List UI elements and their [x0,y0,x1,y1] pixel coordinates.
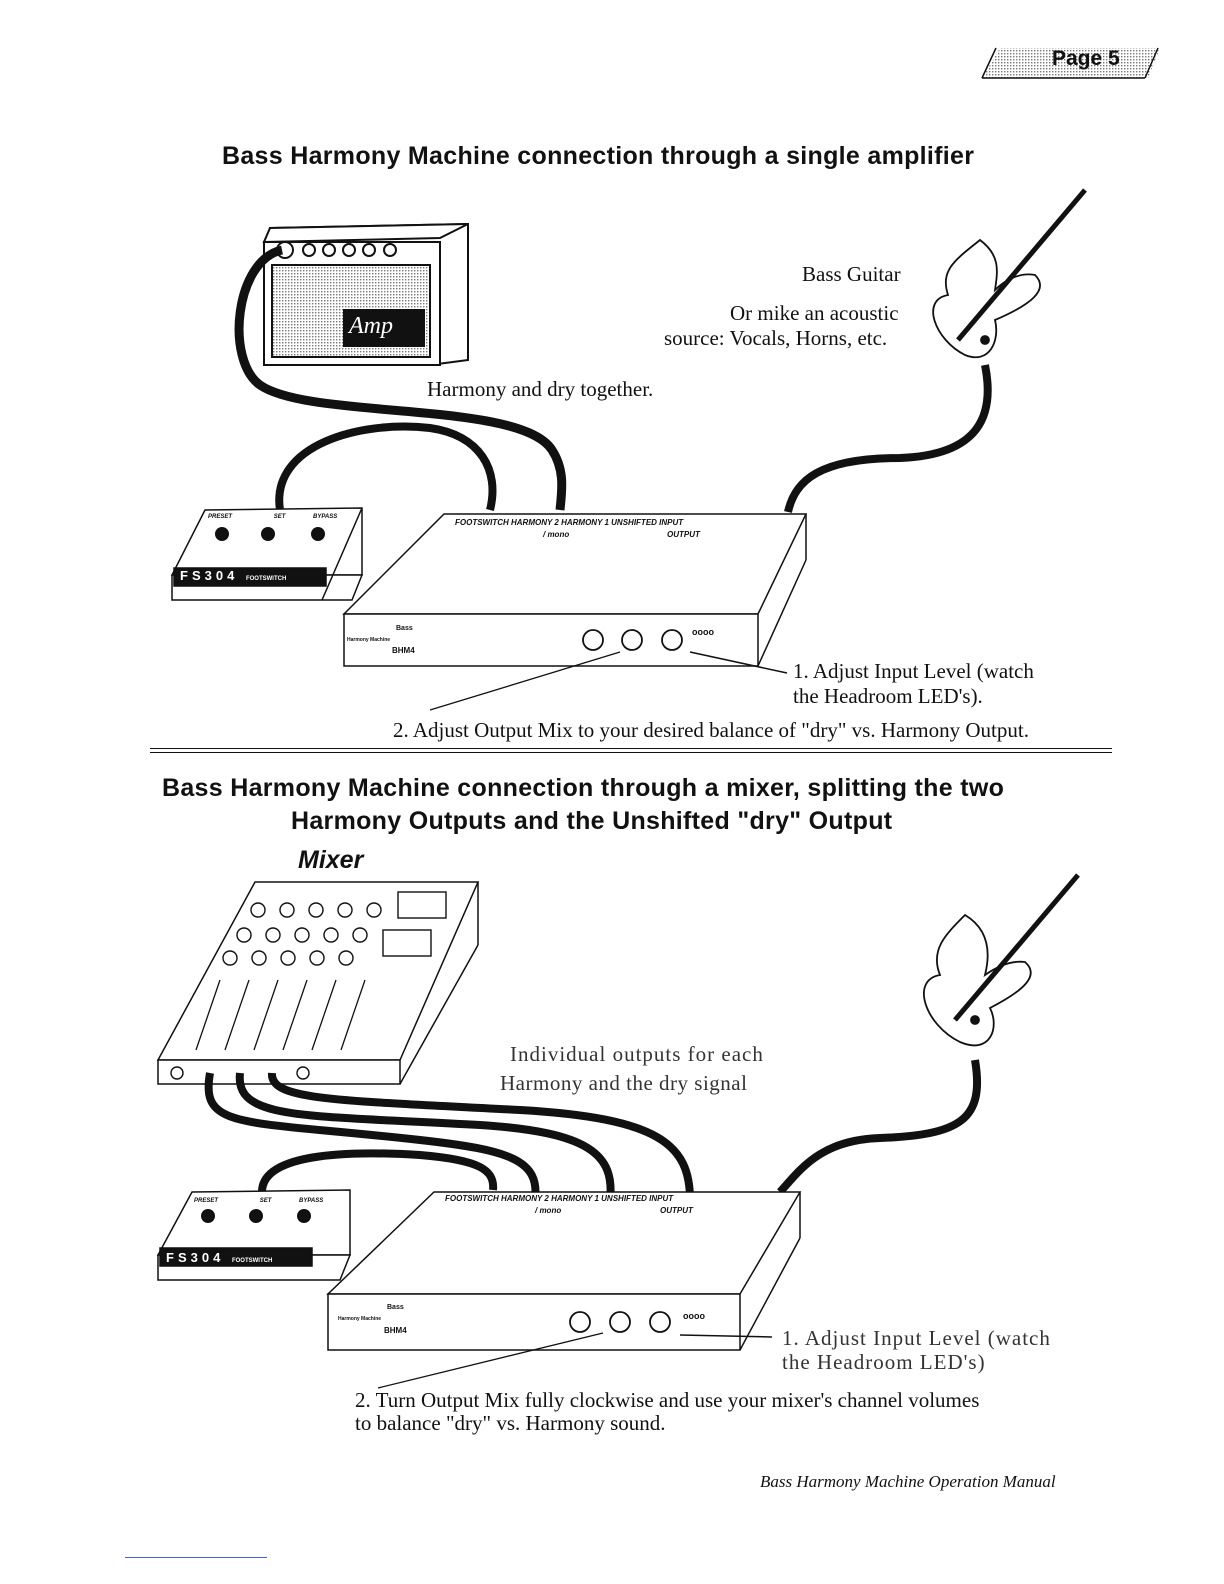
mixer-faders [195,979,366,1051]
section1-title: Bass Harmony Machine connection through … [222,142,975,170]
unit-2-subbrand: Harmony Machine [338,1316,382,1322]
unit-jack-sub2: OUTPUT [667,530,700,539]
unit-jack-sub1: / mono [543,530,570,539]
acoustic-line1: Or mike an acoustic [730,301,899,325]
amplifier [262,222,469,366]
footswitch-2-brand: FS304 FOOTSWITCH [166,1250,273,1265]
diagram-single-amp [170,188,1087,711]
mixer-knobs [222,891,447,966]
cable-footswitch [275,422,497,511]
step2: 2. Adjust Output Mix to your desired bal… [393,718,1029,742]
section-divider [150,748,1112,753]
footswitch [170,507,364,601]
footswitch-2-knobs [201,1209,311,1223]
unit-2-jack-sub1: / mono [535,1206,562,1215]
footer-manual-title: Bass Harmony Machine Operation Manual [760,1472,1056,1491]
unit-2-brand: Bass [387,1304,404,1311]
footswitch-knobs [215,527,325,541]
s2-step2-line1: 2. Turn Output Mix fully clockwise and u… [355,1388,980,1412]
diagram-mixer [156,873,1080,1389]
bhm4-unit-2 [326,1191,802,1351]
page-tab [981,47,1160,79]
unit-2-jack-sub2: OUTPUT [660,1206,693,1215]
unit-2-jack-labels: FOOTSWITCH HARMONY 2 HARMONY 1 UNSHIFTED… [445,1194,674,1203]
bass-guitar-label: Bass Guitar [802,262,901,286]
harmony-dry-label: Harmony and dry together. [427,377,654,401]
section2-title-line2: Harmony Outputs and the Unshifted "dry" … [291,807,893,835]
cable-guitar [784,364,992,513]
outputs-line2: Harmony and the dry signal [500,1071,748,1095]
mixer-jacks [170,1066,310,1080]
unit-leds: oooo [692,627,714,637]
footswitch-2-knob-labels: PRESET SET BYPASS [194,1198,324,1204]
footer-rule [125,1557,267,1558]
page-number: Page 5 [1052,47,1120,70]
amp-knobs [276,241,397,259]
footswitch-brand: FS304 FOOTSWITCH [180,568,287,583]
s2-step2-line2: to balance "dry" vs. Harmony sound. [355,1411,666,1435]
s2-step1-line2: the Headroom LED's) [782,1350,986,1374]
cable-mixer-2 [235,1072,615,1201]
bhm4-unit [342,513,808,667]
bass-guitar-icon-2 [923,873,1080,1047]
unit-subbrand: Harmony Machine [347,637,391,643]
mixer [156,881,480,1085]
mixer-label: Mixer [298,846,364,874]
unit-brand: Bass [396,625,413,632]
footswitch-knob-labels: PRESET SET BYPASS [208,514,338,520]
s2-step1-line1: 1. Adjust Input Level (watch [782,1326,1051,1350]
amp-label: Amp [349,313,393,339]
bhm4-2-knobs [569,1311,671,1333]
step1-line1: 1. Adjust Input Level (watch [793,659,1034,683]
unit-model: BHM4 [392,646,415,655]
unit-2-leds: oooo [683,1311,705,1321]
outputs-line1: Individual outputs for each [510,1042,764,1066]
cable-guitar-2 [777,1059,982,1195]
step1-line2: the Headroom LED's). [793,684,983,708]
bhm4-knobs [582,629,683,651]
bass-guitar-icon [932,188,1087,358]
cable-amp [234,245,567,511]
cable-mixer-1 [204,1072,540,1201]
acoustic-line2: source: Vocals, Horns, etc. [664,326,888,350]
section2-title-line1: Bass Harmony Machine connection through … [162,774,1005,802]
unit-2-model: BHM4 [384,1326,407,1335]
cable-footswitch-2 [258,1149,498,1193]
unit-jack-labels: FOOTSWITCH HARMONY 2 HARMONY 1 UNSHIFTED… [455,518,684,527]
cable-mixer-3 [268,1072,694,1201]
